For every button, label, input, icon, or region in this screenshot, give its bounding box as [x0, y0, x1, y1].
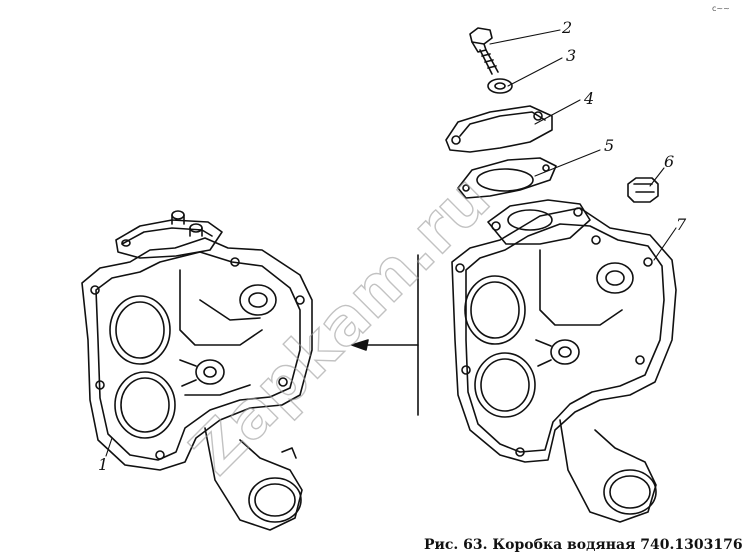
callout-6: 6: [664, 152, 674, 171]
cover-bolt-left: [171, 210, 185, 225]
outlet-pipe-left: [248, 477, 302, 523]
callout-5: 5: [604, 136, 614, 155]
part-6-plug: [627, 177, 659, 203]
callout-7: 7: [676, 215, 687, 234]
part-7-water-box: [451, 199, 677, 523]
outlet-pipe-right: [603, 469, 657, 515]
assembled-water-box: [81, 210, 313, 531]
figure-caption: Рис. 63. Коробка водяная 740.1303176: [424, 537, 743, 553]
side-boss: [239, 284, 277, 316]
callout-1: 1: [98, 455, 108, 474]
part-5-gasket: [457, 157, 557, 199]
assembly-arrow: [351, 254, 419, 416]
leader-lines: [105, 29, 677, 457]
cover-bolt-right: [189, 223, 203, 237]
watermark: Zapkam.ru: [177, 162, 505, 490]
corner-mark: c~~: [712, 4, 730, 13]
lower-port: [114, 371, 176, 439]
callout-2: 2: [561, 18, 572, 37]
part-2-bolt: [469, 27, 499, 75]
part-4-cover: [445, 105, 553, 153]
lower-port-right: [474, 352, 536, 418]
upper-port: [109, 295, 171, 365]
callout-4: 4: [583, 89, 594, 108]
upper-port-right: [464, 275, 526, 345]
part-3-washer: [487, 78, 513, 94]
callout-3: 3: [566, 46, 576, 65]
